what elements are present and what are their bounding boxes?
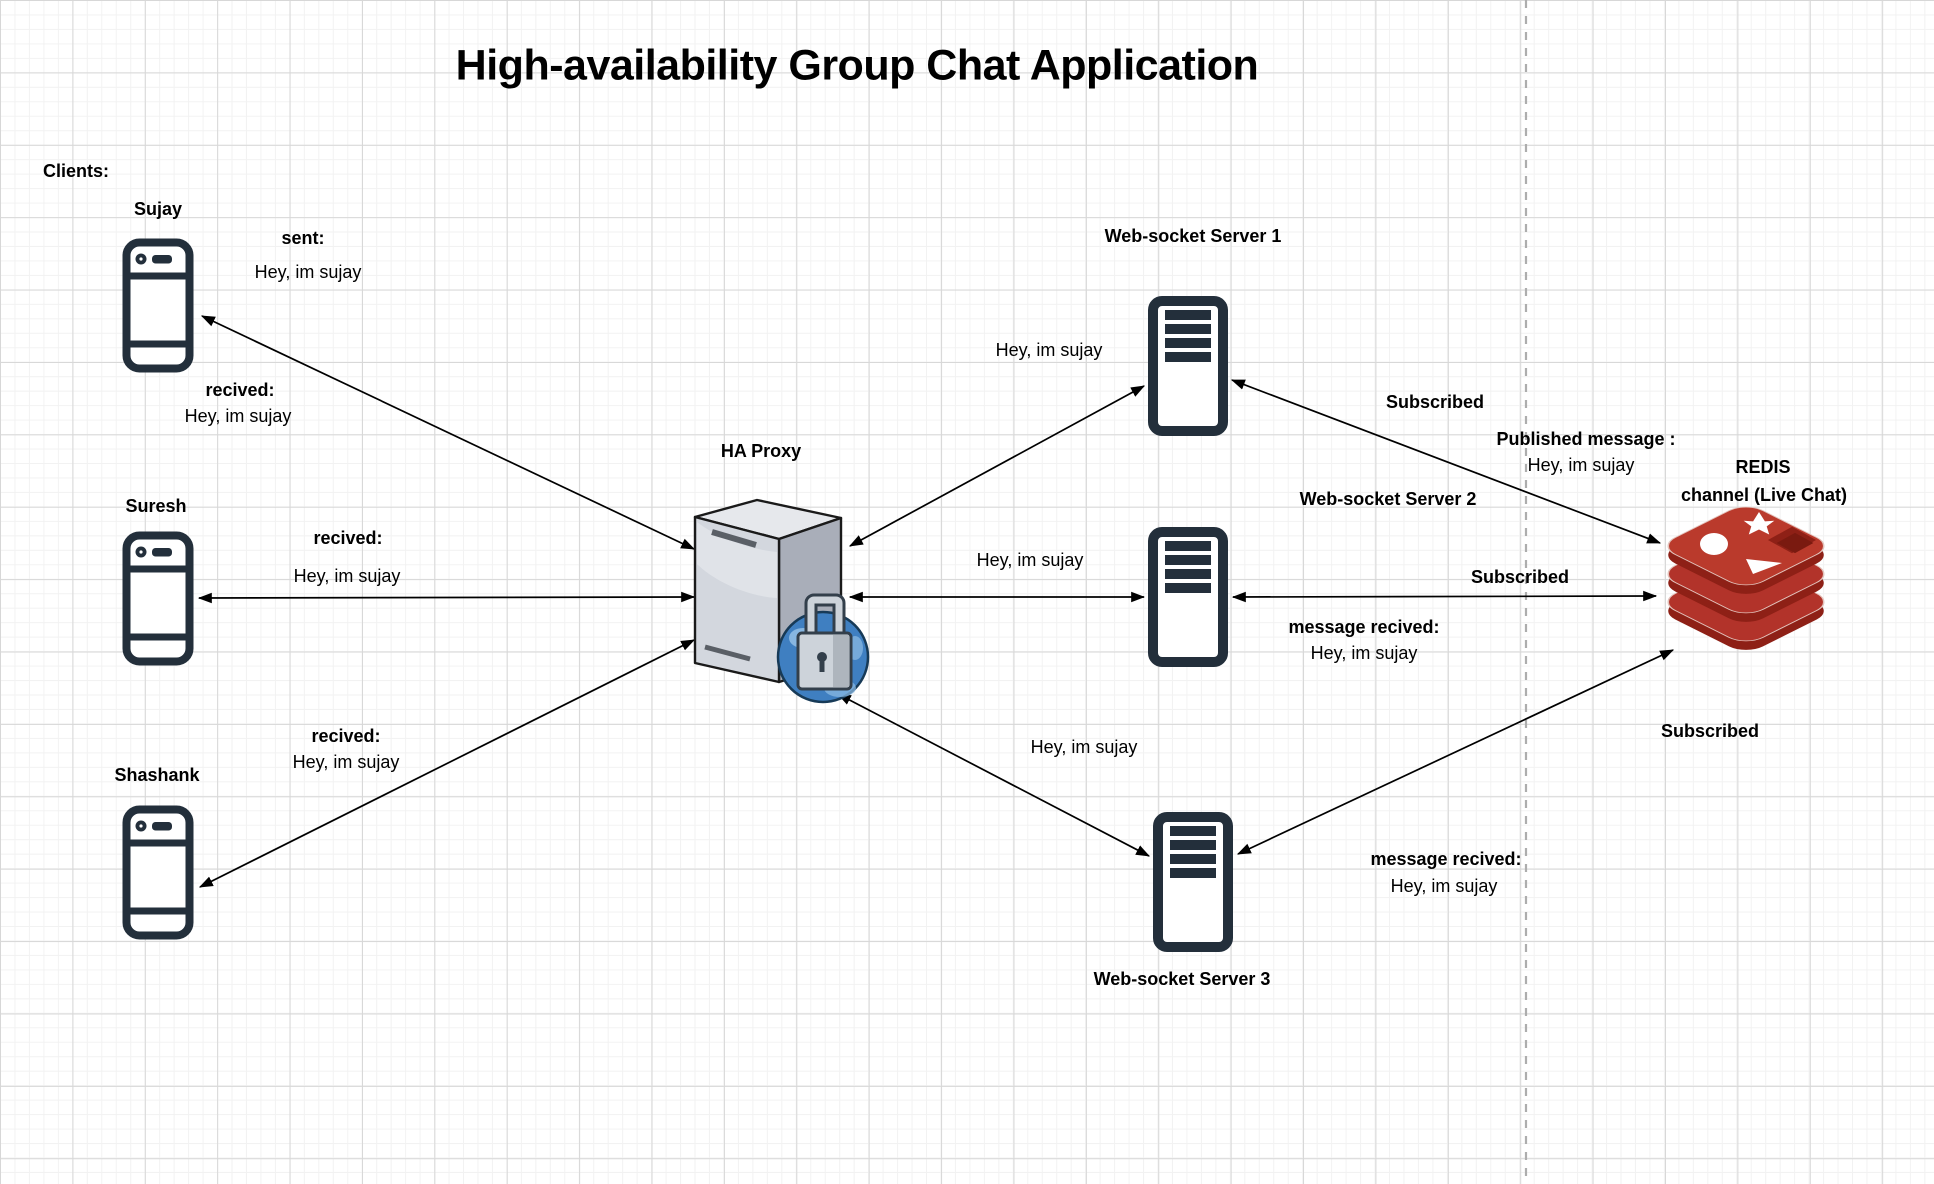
edge-ws1-redis <box>1230 379 1662 544</box>
published-message-text: Hey, im sujay <box>1527 455 1635 476</box>
ws1-subscribed-label: Subscribed <box>1385 392 1485 413</box>
ws3-message-recived-title: message recived: <box>1370 849 1522 870</box>
redis-label-line1: REDIS <box>1735 457 1791 478</box>
edge-sujay-proxy <box>200 315 696 550</box>
sujay-sent-message: Hey, im sujay <box>254 262 362 283</box>
redis-icon <box>1667 506 1825 650</box>
websocket-server-2-node[interactable] <box>1148 527 1228 667</box>
published-message-title: Published message : <box>1496 429 1676 450</box>
smartphone-icon <box>122 238 194 373</box>
client-suresh-label: Suresh <box>125 496 187 517</box>
proxy-server-icon <box>693 498 870 704</box>
sujay-recived-message: Hey, im sujay <box>184 406 292 427</box>
ha-proxy-node[interactable] <box>675 488 885 713</box>
ws1-label: Web-socket Server 1 <box>1104 226 1282 247</box>
edge-shashank-proxy <box>198 639 696 888</box>
page-title: High-availability Group Chat Application <box>455 41 1259 90</box>
sujay-recived-title: recived: <box>205 380 275 401</box>
clients-heading: Clients: <box>42 161 110 182</box>
client-shashank-label: Shashank <box>114 765 200 786</box>
ws2-label: Web-socket Server 2 <box>1299 489 1477 510</box>
ws3-label: Web-socket Server 3 <box>1093 969 1271 990</box>
ws3-subscribed-label: Subscribed <box>1660 721 1760 742</box>
secure-globe-lock-icon <box>776 593 870 704</box>
client-suresh-node[interactable] <box>122 531 194 666</box>
edge-proxy-ws3 <box>836 693 1151 857</box>
ws2-message-recived-text: Hey, im sujay <box>1310 643 1418 664</box>
redis-label-line2: channel (Live Chat) <box>1680 485 1848 506</box>
edge-suresh-proxy <box>197 591 696 604</box>
smartphone-icon <box>122 805 194 940</box>
edge-ws2-redis <box>1231 590 1658 603</box>
client-sujay-node[interactable] <box>122 238 194 373</box>
client-shashank-node[interactable] <box>122 805 194 940</box>
proxy-ws1-message: Hey, im sujay <box>995 340 1103 361</box>
redis-node[interactable] <box>1658 500 1843 665</box>
server-rack-icon <box>1153 812 1233 952</box>
websocket-server-3-node[interactable] <box>1153 812 1233 952</box>
edge-ws3-redis <box>1236 649 1675 855</box>
ws2-subscribed-label: Subscribed <box>1470 567 1570 588</box>
websocket-server-1-node[interactable] <box>1148 296 1228 436</box>
sujay-sent-title: sent: <box>281 228 325 249</box>
server-rack-icon <box>1148 527 1228 667</box>
suresh-recived-message: Hey, im sujay <box>293 566 401 587</box>
ws2-message-recived-title: message recived: <box>1288 617 1440 638</box>
ws3-message-recived-text: Hey, im sujay <box>1390 876 1498 897</box>
proxy-ws3-message: Hey, im sujay <box>1030 737 1138 758</box>
suresh-recived-title: recived: <box>313 528 383 549</box>
shashank-recived-message: Hey, im sujay <box>292 752 400 773</box>
ha-proxy-label: HA Proxy <box>720 441 802 462</box>
shashank-recived-title: recived: <box>311 726 381 747</box>
proxy-ws2-message: Hey, im sujay <box>976 550 1084 571</box>
server-rack-icon <box>1148 296 1228 436</box>
client-sujay-label: Sujay <box>133 199 183 220</box>
edge-proxy-ws1 <box>848 385 1146 547</box>
smartphone-icon <box>122 531 194 666</box>
